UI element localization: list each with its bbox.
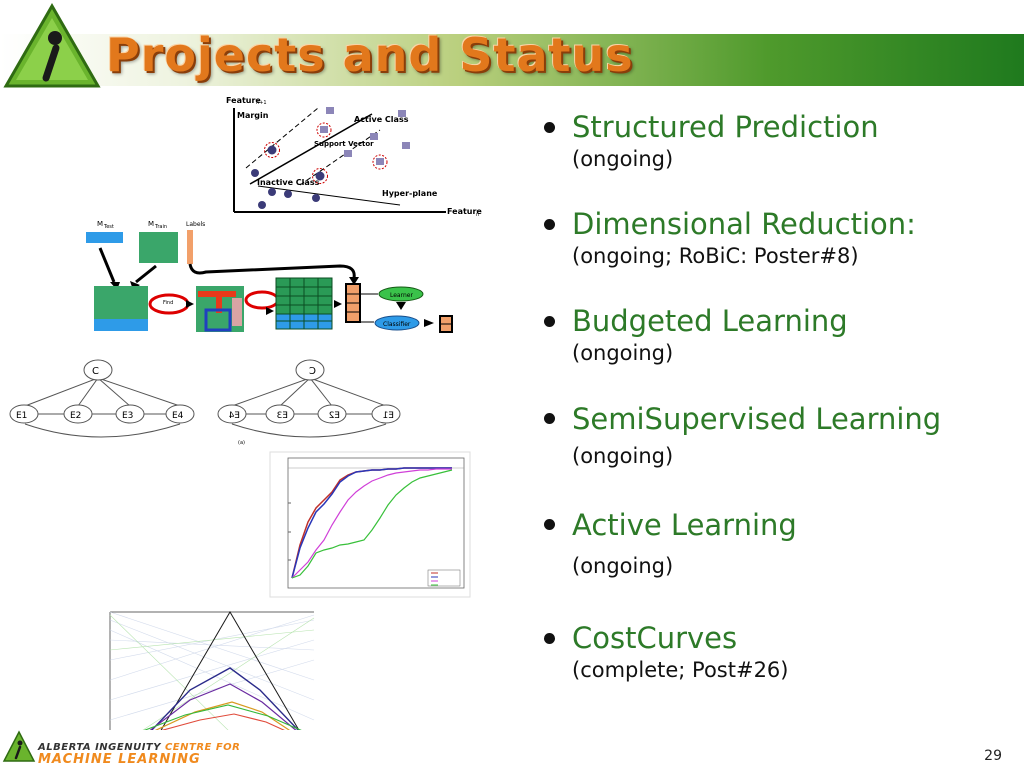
svm-hyperplane-label: Hyper-plane bbox=[382, 189, 438, 198]
svg-text:E2: E2 bbox=[329, 411, 340, 421]
svg-text:E3: E3 bbox=[277, 411, 288, 421]
svg-text:E4: E4 bbox=[228, 411, 240, 421]
svm-active-label: Active Class bbox=[354, 115, 409, 124]
svg-text:C: C bbox=[92, 366, 99, 377]
svg-text:E1: E1 bbox=[383, 411, 394, 421]
footer-logo-icon bbox=[2, 730, 36, 762]
bullet-icon bbox=[544, 413, 555, 424]
footer-org-line2: MACHINE LEARNING bbox=[38, 752, 201, 767]
svg-text:E1: E1 bbox=[16, 411, 27, 421]
svm-margin-label: Margin bbox=[237, 111, 269, 120]
svm-support-label: Support Vector bbox=[314, 140, 374, 148]
svg-text:E4: E4 bbox=[172, 411, 184, 421]
bullet-icon bbox=[544, 316, 555, 327]
list-item: Dimensional Reduction: (ongoing; RoBiC: … bbox=[538, 205, 1008, 302]
list-item: Budgeted Learning (ongoing) bbox=[538, 302, 1008, 399]
footer-org-line1: ALBERTA INGENUITY CENTRE FOR bbox=[38, 742, 241, 753]
bullet-icon bbox=[544, 633, 555, 644]
bayes-net-figure: C E1 E2 E3 E4 bbox=[9, 359, 195, 438]
list-item: SemiSupervised Learning (ongoing) bbox=[538, 399, 1008, 505]
svg-text:Find: Find bbox=[163, 300, 173, 306]
list-item: CostCurves (complete; Post#26) bbox=[538, 619, 1008, 683]
svm-y-label: Feature bbox=[226, 96, 261, 105]
svg-text:Test: Test bbox=[103, 224, 114, 230]
figures-collage: Feature n+1 Feature n Margin Active Clas… bbox=[9, 95, 484, 730]
svg-text:M: M bbox=[148, 220, 154, 228]
learning-curve-plot bbox=[269, 451, 471, 598]
svg-text:n+1: n+1 bbox=[256, 100, 267, 106]
robic-pipeline-figure: M Test M Train Labels Find bbox=[86, 220, 453, 333]
page-number: 29 bbox=[984, 748, 1002, 764]
svg-text:M: M bbox=[97, 220, 103, 228]
bullet-icon bbox=[544, 219, 555, 230]
svm-x-label: Feature bbox=[447, 207, 482, 216]
svm-figure: Feature n+1 Feature n Margin Active Clas… bbox=[222, 95, 484, 220]
status-bullet-list: Structured Prediction (ongoing) Dimensio… bbox=[538, 108, 1008, 683]
learner-label: Learner bbox=[390, 292, 413, 299]
classifier-label: Classifier bbox=[383, 321, 411, 328]
svg-text:n: n bbox=[476, 212, 479, 218]
svg-text:Labels: Labels bbox=[186, 221, 205, 228]
svg-text:E2: E2 bbox=[70, 411, 81, 421]
bayes-net-mirrored-figure: C E4 E3 E2 E1 (a) bbox=[217, 359, 401, 446]
list-item: Active Learning (ongoing) bbox=[538, 505, 1008, 619]
bullet-icon bbox=[544, 519, 555, 530]
slide-title: Projects and Status bbox=[106, 28, 634, 82]
aicml-logo-icon bbox=[3, 2, 101, 88]
cost-curves-plot bbox=[98, 608, 315, 730]
svg-text:E3: E3 bbox=[122, 411, 133, 421]
svg-text:C: C bbox=[309, 366, 316, 377]
title-banner bbox=[0, 34, 1024, 86]
svg-text:Train: Train bbox=[154, 224, 167, 230]
svm-inactive-label: Inactive Class bbox=[257, 178, 320, 187]
svg-text:(a): (a) bbox=[238, 440, 245, 446]
list-item: Structured Prediction (ongoing) bbox=[538, 108, 1008, 205]
bullet-icon bbox=[544, 122, 555, 133]
